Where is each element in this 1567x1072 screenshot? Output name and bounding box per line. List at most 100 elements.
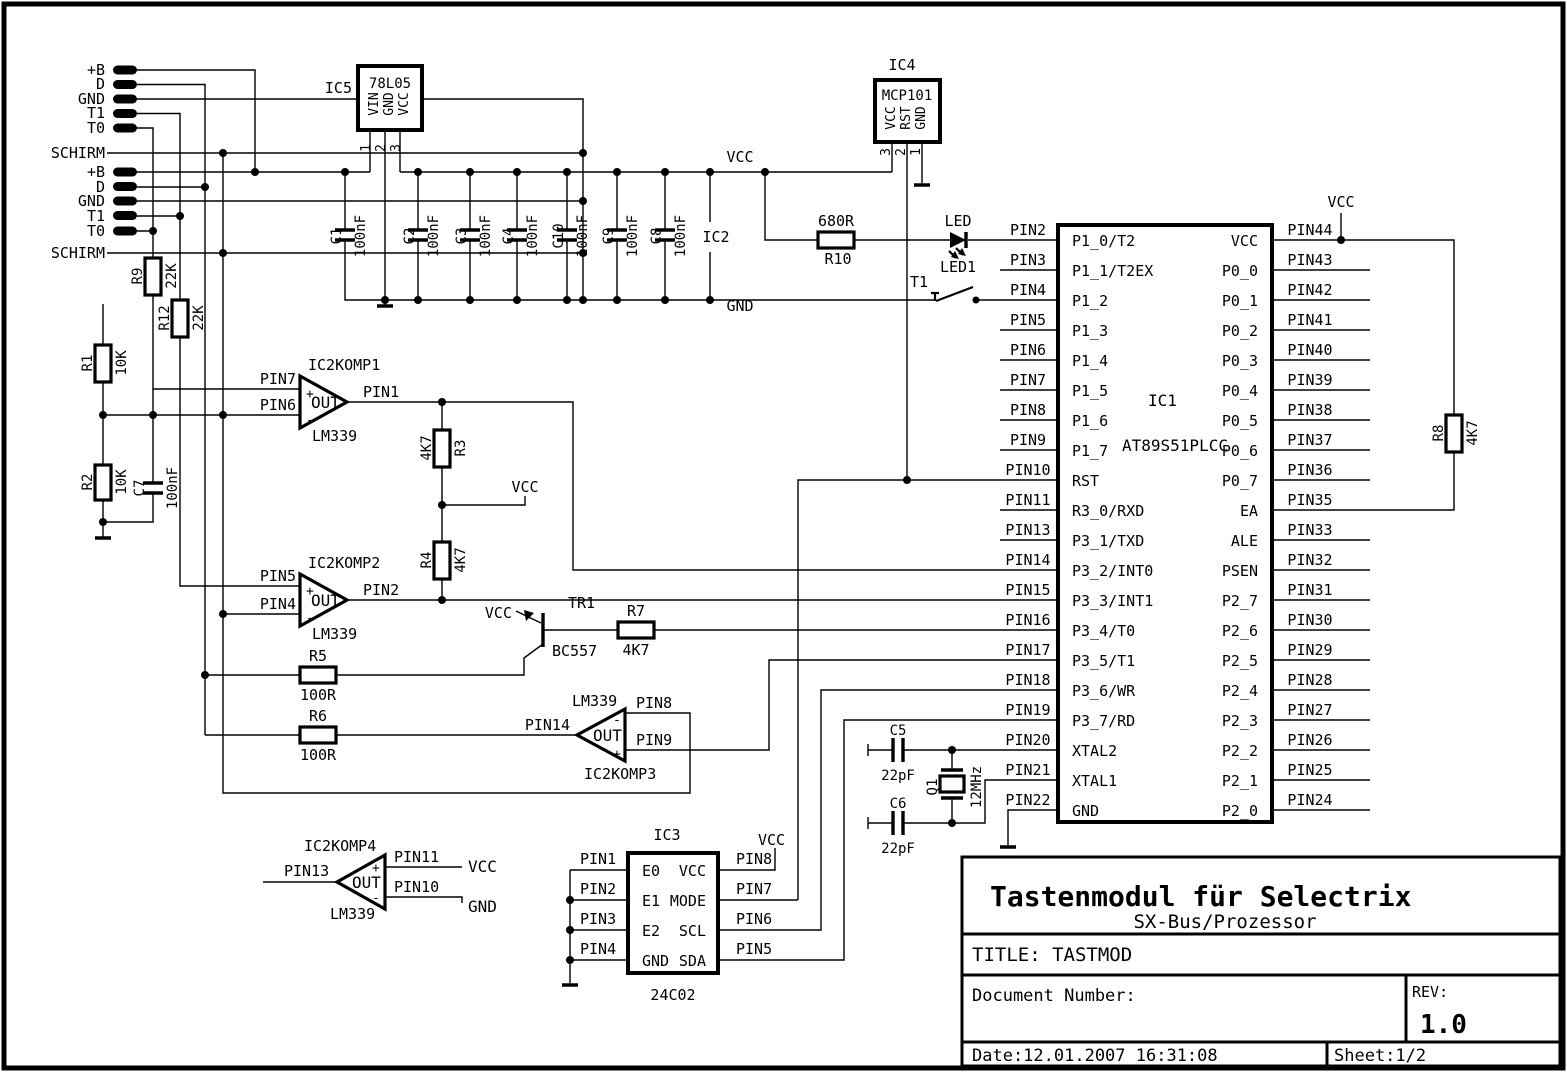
komp-in-label: PIN7 [260, 370, 296, 388]
komp-ref: IC2KOMP2 [308, 554, 380, 572]
cap-value: 100nF [625, 215, 641, 257]
pad-label: SCHIRM [51, 144, 105, 162]
komp-ref: IC2KOMP3 [584, 765, 656, 783]
switch-ref: T1 [910, 273, 928, 291]
res-name: R3 [453, 440, 469, 457]
ic1-lname: P3_3/INT1 [1072, 592, 1153, 610]
ic1-rpin: PIN24 [1287, 791, 1332, 809]
resistor-r2 [93, 463, 113, 502]
ic5-pin: VCC [397, 92, 412, 115]
cap-value: 100nF [478, 215, 494, 257]
ic1-rname: P0_0 [1222, 262, 1258, 280]
ic4-pinnum: 1 [909, 148, 924, 156]
ic1-rname: EA [1240, 502, 1258, 520]
ic1-lname: P1_4 [1072, 352, 1108, 370]
ic1-ref: IC1 [1148, 391, 1177, 410]
led-diode-icon [950, 232, 966, 248]
ic5-ref: IC5 [325, 79, 352, 97]
ic5-pin: VIN [367, 92, 382, 115]
ic3-lpin: PIN2 [580, 880, 616, 898]
ic1-lpin: PIN2 [1010, 221, 1046, 239]
komp-out-net: PIN14 [525, 716, 570, 734]
plus-sign: + [372, 861, 380, 876]
komp-in-label: PIN8 [636, 694, 672, 712]
plus-sign: + [306, 584, 314, 599]
title-block: Tastenmodul für Selectrix SX-Bus/Prozess… [960, 855, 1562, 1068]
ic1-lpin: PIN16 [1005, 611, 1050, 629]
ic1-lname: P3_6/WR [1072, 682, 1136, 700]
cap-name: C10 [551, 223, 567, 248]
ic1-rpin: PIN28 [1287, 671, 1332, 689]
ic1-rpin: PIN31 [1287, 581, 1332, 599]
plus-sign: + [613, 747, 621, 762]
led-ref: LED1 [940, 258, 976, 276]
ic1-lname: P3_1/TXD [1072, 532, 1144, 550]
ic1-lname: P3_4/T0 [1072, 622, 1135, 640]
ic1-rpin: PIN26 [1287, 731, 1332, 749]
ic1-lname: P1_1/T2EX [1072, 262, 1153, 280]
ic1-lname: P1_5 [1072, 382, 1108, 400]
ic1-lpin: PIN6 [1010, 341, 1046, 359]
sheet-field: Sheet:1/2 [1334, 1046, 1426, 1066]
led-arrowhead [958, 248, 966, 256]
ic1-lpin: PIN20 [1005, 731, 1050, 749]
ic1-rname: P2_2 [1222, 742, 1258, 760]
switch-lever [935, 285, 974, 303]
ic1-rpin: PIN35 [1287, 491, 1332, 509]
pad-label: D [96, 178, 105, 196]
pad-label: +B [87, 61, 105, 79]
res-name: R6 [309, 707, 327, 725]
cap-name: C5 [890, 723, 907, 739]
cap-name: C2 [402, 228, 418, 245]
ic4-ref: IC4 [888, 56, 915, 74]
cap-value: 100nF [426, 215, 442, 257]
led-label: LED [944, 212, 971, 230]
resistor-r10 [816, 230, 856, 250]
komp-out-net: PIN13 [284, 862, 329, 880]
komp-out-net: PIN1 [363, 383, 399, 401]
plus-sign: + [306, 387, 314, 402]
vcc-rail-label: VCC [726, 148, 753, 166]
vcc-label: VCC [511, 478, 538, 496]
ic5-pinnum: 2 [374, 144, 389, 152]
ic3-lpin: PIN4 [580, 940, 616, 958]
cap-name: C1 [329, 228, 345, 245]
ic4-pinnum: 3 [879, 148, 894, 156]
cap-name: C3 [454, 228, 470, 245]
ic5-pinnum: 3 [389, 144, 404, 152]
comparator-komp3 [573, 706, 627, 764]
ic3-rname: SDA [679, 952, 706, 970]
res-value: 100R [300, 746, 337, 764]
res-value: 4K7 [622, 641, 649, 659]
cap-value: 22pF [881, 768, 915, 784]
capacitor-labels: C1 100nF C2 100nF C3 100nF C4 100nF C10 … [132, 215, 915, 857]
ic1-rname: ALE [1231, 532, 1258, 550]
komp-part: LM339 [330, 905, 375, 923]
switch-contact [931, 291, 939, 301]
resistor-r1 [93, 343, 113, 384]
ic1-rpin: PIN27 [1287, 701, 1332, 719]
ic5-part: 78L05 [369, 76, 411, 92]
ic5-labels: IC5 78L05 VIN GND VCC 1 2 3 [325, 76, 412, 152]
minus-sign: - [306, 611, 314, 626]
led-arrowhead [951, 251, 959, 259]
res-name: R12 [157, 305, 173, 330]
pad-label: +B [87, 163, 105, 181]
ic1-rname: VCC [1231, 232, 1258, 250]
ic1-rname: P2_7 [1222, 592, 1258, 610]
project-title: Tastenmodul für Selectrix [990, 880, 1412, 913]
komp-out-text: OUT [593, 726, 622, 745]
ic1-rname: P2_3 [1222, 712, 1258, 730]
ic1-lname: P3_2/INT0 [1072, 562, 1153, 580]
cap-name: C4 [501, 228, 517, 245]
ic1-lpin: PIN19 [1005, 701, 1050, 719]
ic1-lpin: PIN14 [1005, 551, 1050, 569]
wires [102, 69, 1455, 983]
res-value: 4K7 [1465, 420, 1481, 445]
transistor-ref: TR1 [568, 594, 595, 612]
res-value: 680R [818, 212, 855, 230]
ic1-rpin: PIN44 [1287, 221, 1332, 239]
ic1-rname: P0_3 [1222, 352, 1258, 370]
